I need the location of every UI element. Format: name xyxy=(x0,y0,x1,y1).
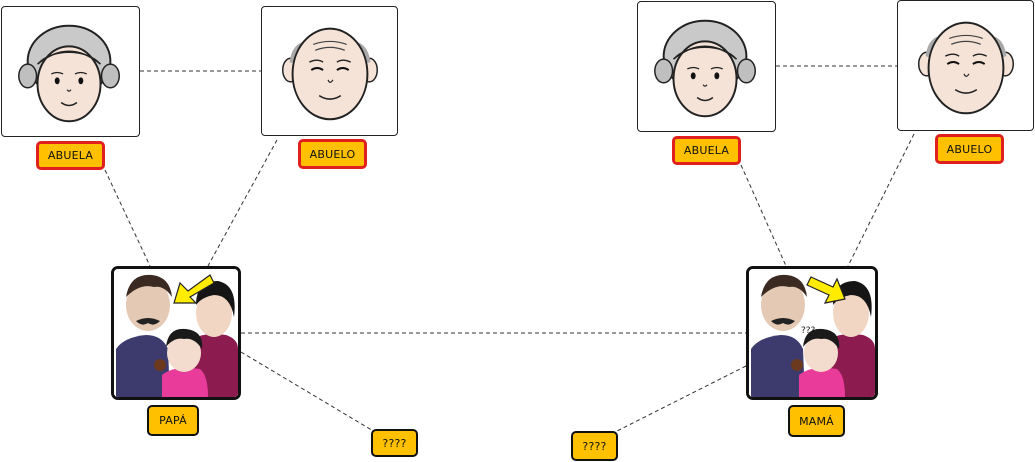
family-photo-icon: ??? xyxy=(749,269,875,397)
link-abuelo-papa xyxy=(207,139,278,267)
paternal-grandfather-label: ABUELO xyxy=(298,139,367,169)
mama-family-photo[interactable]: ??? xyxy=(746,266,878,400)
link-papa-unknown xyxy=(240,351,376,433)
paternal-grandmother-label: ABUELA xyxy=(36,141,105,170)
maternal-grandfather-card[interactable] xyxy=(897,0,1034,131)
grandfather-face-icon xyxy=(917,21,1014,115)
papa-family-photo[interactable] xyxy=(111,266,241,400)
maternal-grandmother-card[interactable] xyxy=(637,1,776,132)
mama-label: MAMÁ xyxy=(788,405,845,437)
unknown-right-label[interactable]: ???? xyxy=(571,431,618,461)
unknown-left-label[interactable]: ???? xyxy=(371,429,418,457)
photo-mark-text: ??? xyxy=(801,326,816,336)
grandmother-face-icon xyxy=(18,24,120,123)
link-abuelo-mama xyxy=(847,133,915,267)
maternal-grandmother-label: ABUELA xyxy=(672,136,741,165)
family-photo-icon xyxy=(114,269,238,397)
papa-label: PAPÁ xyxy=(147,405,199,436)
link-mama-unknown xyxy=(614,365,747,433)
maternal-grandfather-label: ABUELO xyxy=(935,134,1004,164)
link-abuela-papa xyxy=(104,169,151,267)
paternal-grandmother-card[interactable] xyxy=(1,6,140,137)
grandfather-face-icon xyxy=(281,27,378,121)
link-abuela-mama xyxy=(740,164,787,267)
paternal-grandfather-card[interactable] xyxy=(261,6,398,136)
grandmother-face-icon xyxy=(654,19,756,118)
